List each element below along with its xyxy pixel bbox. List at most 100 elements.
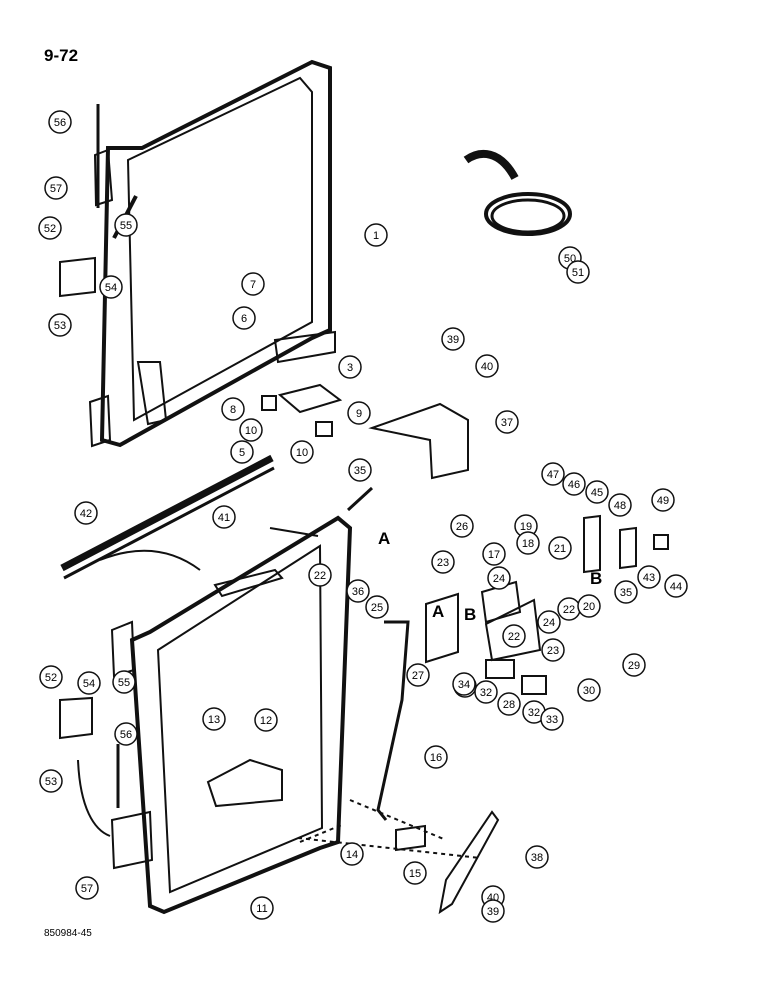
plate-27 bbox=[425, 592, 459, 664]
upper-door-handle bbox=[136, 361, 168, 426]
callout-28: 28 bbox=[497, 692, 521, 716]
callout-label: 15 bbox=[409, 868, 421, 880]
callout-12: 12 bbox=[254, 708, 278, 732]
callout-33: 33 bbox=[540, 707, 564, 731]
callout-41: 41 bbox=[212, 505, 236, 529]
callout-label: 35 bbox=[620, 587, 632, 599]
callout-label: 46 bbox=[568, 479, 580, 491]
upper-door-glass bbox=[126, 76, 313, 422]
callout-label: 39 bbox=[447, 334, 459, 346]
callout-5: 5 bbox=[230, 440, 254, 464]
lower-door-glass bbox=[156, 544, 324, 894]
callout-37: 37 bbox=[495, 410, 519, 434]
callout-label: 51 bbox=[572, 267, 584, 279]
callout-label: 56 bbox=[54, 117, 66, 129]
callout-label: 22 bbox=[508, 631, 520, 643]
callout-32: 32 bbox=[474, 680, 498, 704]
callout-15: 15 bbox=[403, 861, 427, 885]
callout-label: 53 bbox=[54, 320, 66, 332]
callout-label: 7 bbox=[250, 279, 256, 291]
callout-label: 38 bbox=[531, 852, 543, 864]
callout-label: 49 bbox=[657, 495, 669, 507]
callout-label: 29 bbox=[628, 660, 640, 672]
lower-door-handle bbox=[213, 568, 284, 598]
callout-label: 18 bbox=[522, 538, 534, 550]
callout-label: 23 bbox=[437, 557, 449, 569]
callout-14: 14 bbox=[340, 842, 364, 866]
upper-door-frame bbox=[99, 59, 332, 448]
callout-label: 48 bbox=[614, 500, 626, 512]
callout-23: 23 bbox=[541, 638, 565, 662]
callout-25: 25 bbox=[365, 595, 389, 619]
callout-57: 57 bbox=[44, 176, 68, 200]
callout-label: 10 bbox=[245, 425, 257, 437]
callout-label: 54 bbox=[83, 678, 95, 690]
callout-54: 54 bbox=[77, 671, 101, 695]
callout-label: 52 bbox=[44, 223, 56, 235]
callout-47: 47 bbox=[541, 462, 565, 486]
callout-label: 44 bbox=[670, 581, 682, 593]
callout-48: 48 bbox=[608, 493, 632, 517]
callout-label: 27 bbox=[412, 670, 424, 682]
callout-17: 17 bbox=[482, 542, 506, 566]
callout-20: 20 bbox=[577, 594, 601, 618]
callout-51: 51 bbox=[566, 260, 590, 284]
callout-label: 54 bbox=[105, 282, 117, 294]
section-letter-B: B bbox=[464, 605, 476, 624]
callout-label: 24 bbox=[543, 617, 555, 629]
callout-36: 36 bbox=[346, 579, 370, 603]
callout-16: 16 bbox=[424, 745, 448, 769]
callout-label: 20 bbox=[583, 601, 595, 613]
callout-53: 53 bbox=[39, 769, 63, 793]
callout-label: 57 bbox=[50, 183, 62, 195]
callout-label: 52 bbox=[45, 672, 57, 684]
callout-21: 21 bbox=[548, 536, 572, 560]
callout-55: 55 bbox=[114, 213, 138, 237]
callout-56: 56 bbox=[48, 110, 72, 134]
callout-label: 22 bbox=[314, 570, 326, 582]
callout-label: 53 bbox=[45, 776, 57, 788]
bracket-37 bbox=[368, 402, 469, 480]
seal-42 bbox=[60, 454, 274, 572]
callout-34: 34 bbox=[452, 672, 476, 696]
callout-label: 30 bbox=[583, 685, 595, 697]
callout-label: 56 bbox=[120, 729, 132, 741]
callout-54: 54 bbox=[99, 275, 123, 299]
callout-label: 1 bbox=[373, 230, 379, 242]
callout-label: 32 bbox=[480, 687, 492, 699]
section-letter-A: A bbox=[432, 602, 444, 621]
callout-6: 6 bbox=[232, 306, 256, 330]
callout-43: 43 bbox=[637, 565, 661, 589]
callout-label: 37 bbox=[501, 417, 513, 429]
callout-30: 30 bbox=[577, 678, 601, 702]
callout-label: 42 bbox=[80, 508, 92, 520]
callout-45: 45 bbox=[585, 480, 609, 504]
callout-label: 57 bbox=[81, 883, 93, 895]
callout-39: 39 bbox=[441, 327, 465, 351]
callout-46: 46 bbox=[562, 472, 586, 496]
callout-22: 22 bbox=[557, 597, 581, 621]
callout-label: 36 bbox=[352, 586, 364, 598]
plate-38 bbox=[438, 810, 500, 915]
figure-code: 850984-45 bbox=[44, 928, 92, 939]
callout-label: 34 bbox=[458, 679, 470, 691]
callout-label: 32 bbox=[528, 707, 540, 719]
callout-label: 35 bbox=[354, 465, 366, 477]
callout-label: 12 bbox=[260, 715, 272, 727]
callout-label: 16 bbox=[430, 752, 442, 764]
callout-1: 1 bbox=[364, 223, 388, 247]
callout-44: 44 bbox=[664, 574, 688, 598]
callout-label: 5 bbox=[239, 447, 245, 459]
callout-39: 39 bbox=[481, 899, 505, 923]
callout-35: 35 bbox=[348, 458, 372, 482]
callout-10: 10 bbox=[239, 418, 263, 442]
callout-label: 28 bbox=[503, 699, 515, 711]
upper-latch bbox=[277, 383, 343, 414]
callout-18: 18 bbox=[516, 531, 540, 555]
callout-7: 7 bbox=[241, 272, 265, 296]
callout-49: 49 bbox=[651, 488, 675, 512]
hose-coil bbox=[484, 192, 572, 236]
callout-29: 29 bbox=[622, 653, 646, 677]
